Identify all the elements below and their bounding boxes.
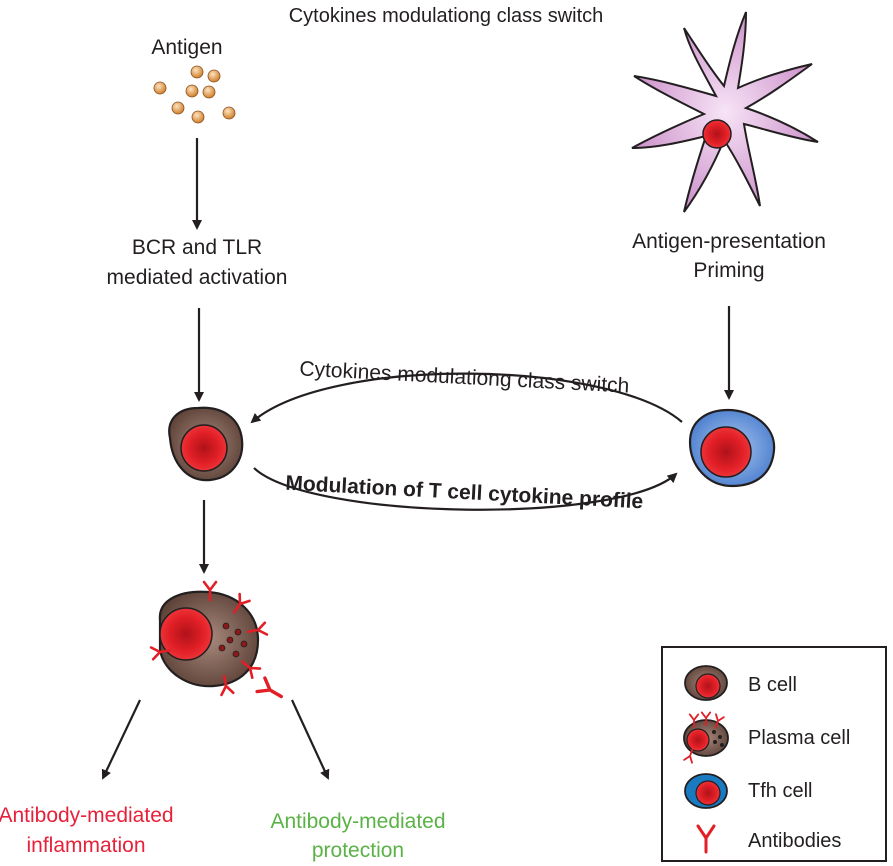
antigen-particles: [153, 65, 236, 124]
diagram-title: Cytokines modulationg class switch: [289, 5, 604, 27]
dendritic-cell: [631, 11, 819, 213]
legend-label-tfh-cell: Tfh cell: [748, 780, 812, 802]
tfh-cell: [688, 408, 776, 488]
b-cell-nucleus: [180, 424, 228, 472]
arrow-to-protection: [291, 699, 330, 780]
plasma-cell-icon: [683, 711, 729, 764]
outcome-protection-line2: protection: [312, 839, 404, 862]
activation-label-line1: BCR and TLR: [132, 236, 262, 259]
antigen-particle: [185, 84, 199, 98]
antigen-particle: [190, 65, 204, 79]
arrow-to-inflammation: [101, 699, 141, 780]
free-antibody: [255, 676, 287, 705]
antigen-particle: [202, 85, 216, 99]
outcome-protection-line1: Antibody-mediated: [270, 810, 445, 833]
outcome-inflammation-line1: Antibody-mediated: [0, 804, 174, 827]
edge-label-cytokines: Cytokines modulationg class switch: [299, 357, 630, 397]
legend-item-b-cell: B cell: [684, 665, 797, 701]
antigen-particle: [207, 69, 221, 83]
legend-label-antibodies: Antibodies: [748, 830, 841, 852]
antibody-icon: [696, 824, 716, 854]
presentation-label-line2: Priming: [693, 259, 764, 282]
legend-item-antibodies: Antibodies: [696, 824, 841, 854]
legend-item-plasma-cell: Plasma cell: [683, 711, 850, 764]
b-cell-icon: [684, 665, 728, 701]
outcome-inflammation-line2: inflammation: [26, 834, 145, 857]
tfh-cell-nucleus: [700, 426, 752, 478]
plasma-cell-granules: [218, 622, 248, 658]
arrow-b-cell-to-tfh: [253, 467, 678, 511]
activation-label-line2: mediated activation: [107, 266, 288, 289]
b-cell: [168, 406, 244, 482]
antigen-particle: [171, 101, 185, 115]
presentation-label-line1: Antigen-presentation: [632, 230, 826, 253]
edge-label-modulation: Modulation of T cell cytokine profile: [285, 472, 644, 514]
plasma-cell: [149, 580, 287, 705]
antigen-particle: [153, 81, 167, 95]
antigen-label: Antigen: [151, 36, 222, 59]
legend-label-b-cell: B cell: [748, 674, 797, 696]
plasma-cell-nucleus: [159, 607, 213, 661]
antigen-particle: [222, 106, 236, 120]
tfh-cell-icon: [684, 773, 728, 809]
legend-label-plasma-cell: Plasma cell: [748, 727, 850, 749]
arrow-tfh-to-b-cell: [250, 372, 683, 424]
antigen-particle: [191, 110, 205, 124]
dendritic-cell-nucleus: [702, 119, 732, 149]
legend-item-tfh-cell: Tfh cell: [684, 773, 812, 809]
legend: B cell Plasma cell Tfh cell: [661, 646, 887, 862]
